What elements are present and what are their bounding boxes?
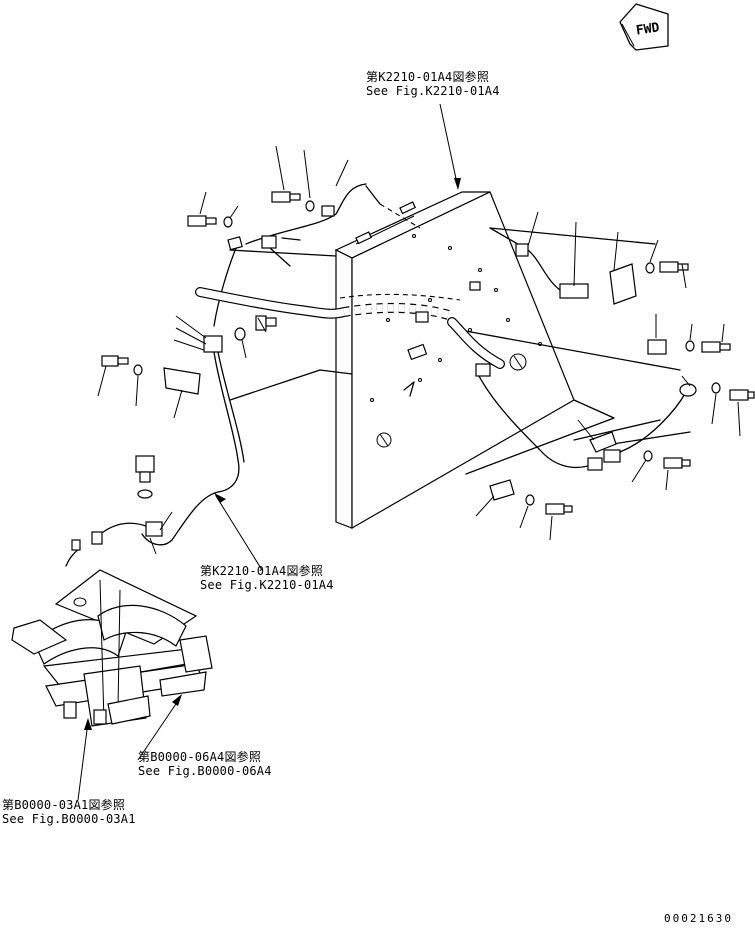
- main-panel: [334, 191, 575, 530]
- fwd-arrow-icon: [619, 3, 669, 51]
- hardware: [101, 191, 755, 515]
- left-wire-run: [65, 335, 245, 567]
- drawing-code: 00021630: [664, 912, 733, 925]
- right-wire-run: [475, 227, 697, 501]
- plate-connectors: [403, 281, 491, 397]
- lower-frame-assembly: [11, 569, 213, 727]
- reference-label-top: 第K2210-01A4図参照 See Fig.K2210-01A4: [366, 70, 500, 98]
- frame-lines: [229, 227, 691, 475]
- reference-line-ja: 第B0000-06A4図参照: [138, 750, 262, 764]
- upper-harness: [213, 183, 421, 327]
- reference-line-en: See Fig.B0000-06A4: [138, 764, 272, 778]
- reference-label-lower: 第B0000-06A4図参照 See Fig.B0000-06A4: [138, 750, 272, 778]
- leader-lines: [97, 145, 741, 555]
- reference-line-ja: 第B0000-03A1図参照: [2, 798, 126, 812]
- reference-line-ja: 第K2210-01A4図参照: [200, 564, 324, 578]
- reference-line-en: See Fig.K2210-01A4: [366, 84, 500, 98]
- corrugated-hose: [195, 287, 505, 369]
- reference-line-en: See Fig.B0000-03A1: [2, 812, 136, 826]
- reference-label-bottom: 第B0000-03A1図参照 See Fig.B0000-03A1: [2, 798, 136, 826]
- reference-line-en: See Fig.K2210-01A4: [200, 578, 334, 592]
- reference-arrows: [77, 103, 461, 801]
- reference-label-middle: 第K2210-01A4図参照 See Fig.K2210-01A4: [200, 564, 334, 592]
- reference-line-ja: 第K2210-01A4図参照: [366, 70, 490, 84]
